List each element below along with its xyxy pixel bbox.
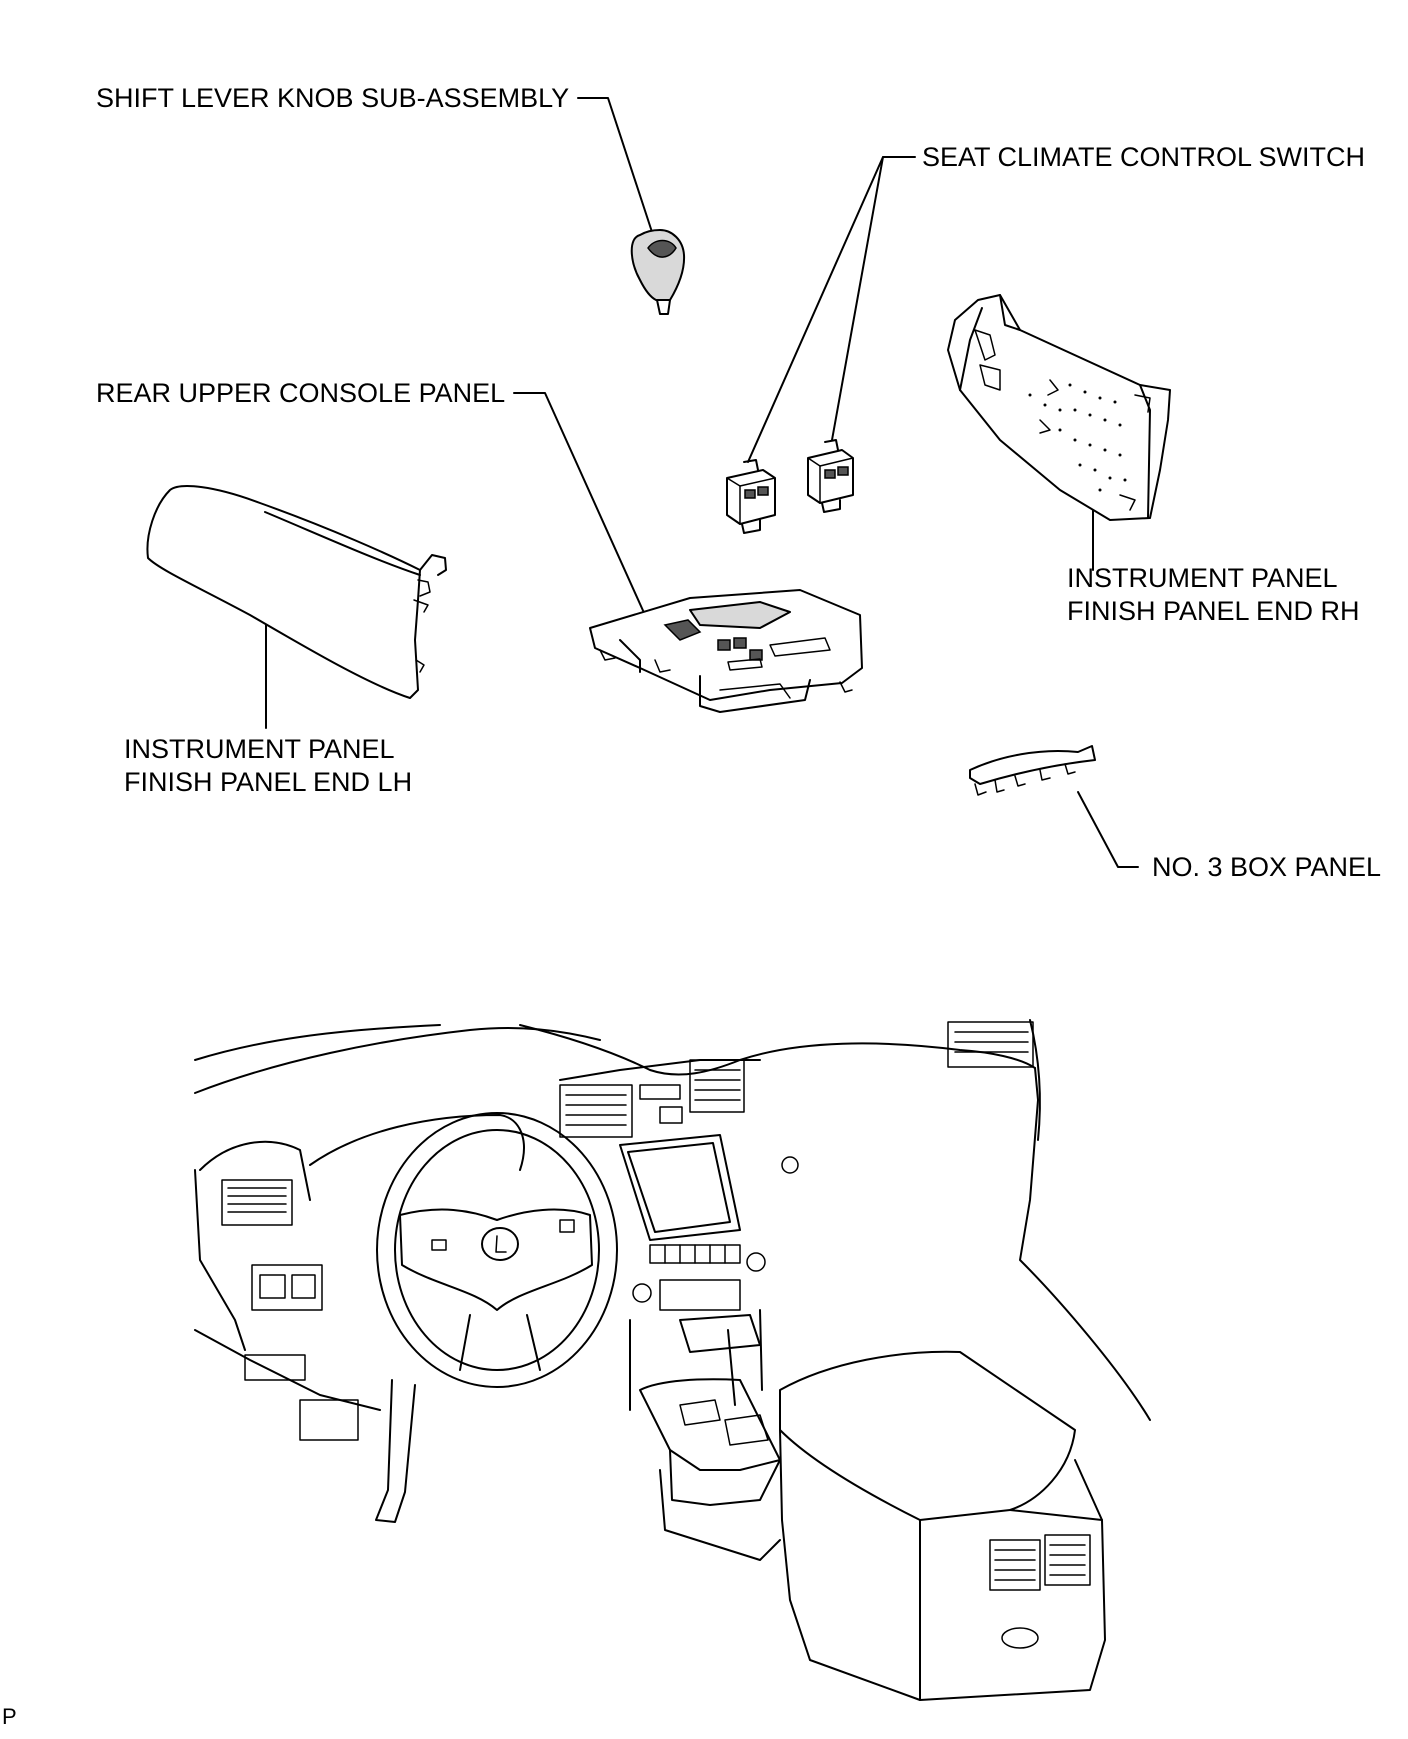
rear-console-panel-part (589, 589, 863, 713)
steering-emblem (481, 1227, 519, 1261)
leader-box-panel (1077, 791, 1139, 868)
label-seat-climate-control-switch: SEAT CLIMATE CONTROL SWITCH (922, 142, 1366, 172)
finish-panel-lh-part (146, 485, 447, 699)
rear-vent-left (989, 1539, 1041, 1591)
right-vent (947, 1021, 1034, 1068)
seat-climate-switch-right (807, 439, 854, 513)
finish-panel-rh-part (947, 294, 1171, 521)
rear-vent-right (1044, 1534, 1091, 1586)
label-no3-box-panel: NO. 3 BOX PANEL (1152, 852, 1382, 882)
label-finish-panel-rh-line2: FINISH PANEL END RH (1067, 596, 1360, 626)
label-rear-upper-console-panel: REAR UPPER CONSOLE PANEL (96, 378, 506, 408)
leader-rear-console (513, 392, 646, 616)
box-panel-part (969, 745, 1096, 796)
left-switch-panel (251, 1264, 323, 1311)
label-finish-panel-lh-line2: FINISH PANEL END LH (124, 767, 413, 797)
leader-shift-knob (577, 97, 653, 233)
seat-climate-switch-left (726, 459, 776, 534)
steering-wheel (376, 1112, 618, 1388)
center-vent-left (559, 1084, 633, 1138)
center-display (619, 1134, 741, 1241)
armrest (779, 1350, 1076, 1521)
shift-lever (727, 1329, 736, 1406)
corner-mark: P (2, 1704, 17, 1729)
finish-panel-rh-dots (1028, 383, 1127, 492)
label-shift-lever-knob: SHIFT LEVER KNOB SUB-ASSEMBLY (96, 83, 570, 113)
leader-seat-climate-right (831, 156, 884, 441)
left-vent (221, 1179, 293, 1226)
leader-seat-climate-left (747, 156, 916, 463)
shift-knob-part (630, 229, 686, 315)
label-finish-panel-rh-line1: INSTRUMENT PANEL (1067, 563, 1338, 593)
vehicle-interior-illustration (194, 1019, 1151, 1701)
label-finish-panel-lh-line1: INSTRUMENT PANEL (124, 734, 395, 764)
climate-panel (659, 1279, 741, 1311)
leader-lines (265, 97, 1139, 868)
center-vent-right (689, 1059, 745, 1113)
